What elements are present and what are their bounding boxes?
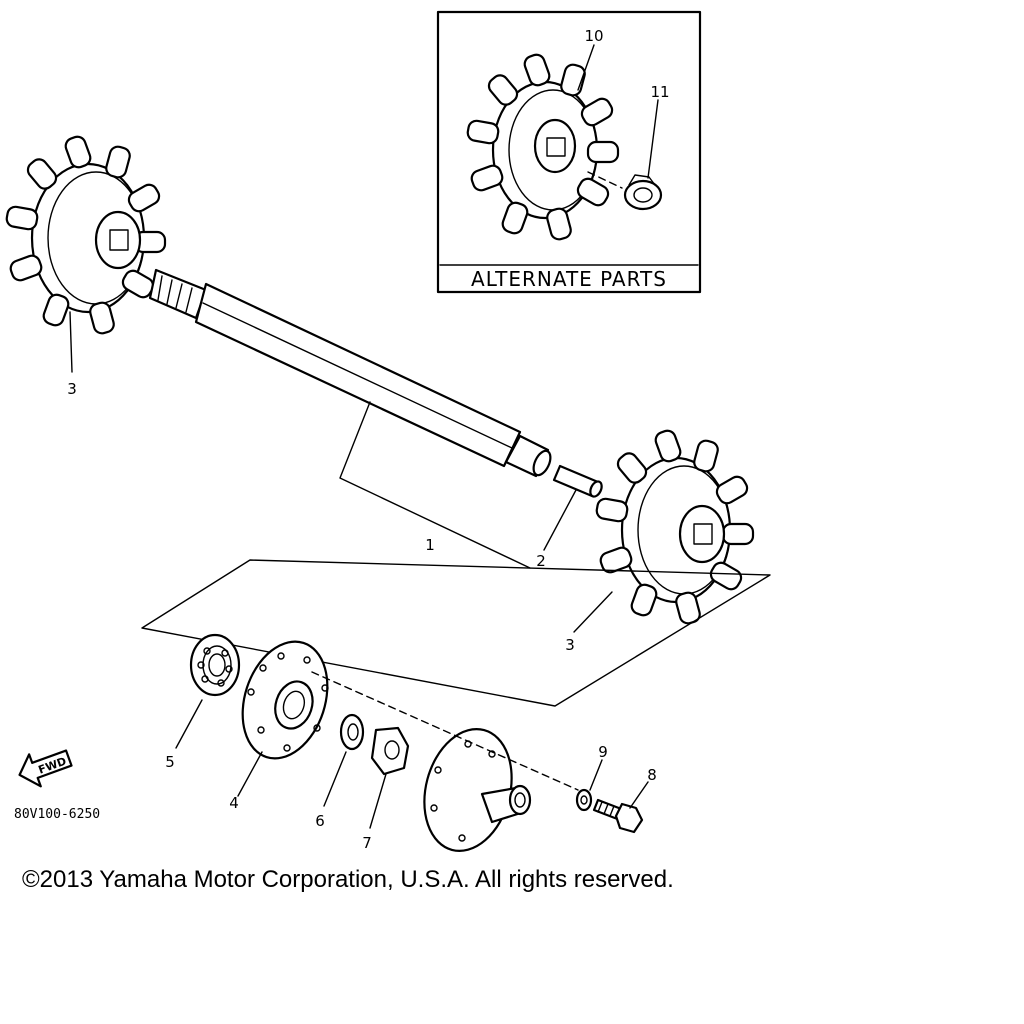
bolt-part-8 (592, 798, 644, 834)
callout-6: 6 (315, 812, 325, 830)
callout-7: 7 (362, 834, 372, 852)
washer-part-6 (339, 713, 365, 751)
copyright-notice: ©2013 Yamaha Motor Corporation, U.S.A. A… (22, 866, 674, 893)
callout-1: 1 (425, 536, 435, 554)
drawing-code: 80V100-6250 (14, 807, 100, 822)
callout-9: 9 (598, 743, 608, 761)
sprocket-part-3-left (4, 133, 167, 337)
spacer-part-2 (552, 464, 603, 498)
lock-washer-part-9 (575, 788, 593, 812)
forward-arrow-icon: FWD (18, 749, 73, 788)
callout-3-right: 3 (565, 636, 575, 654)
drive-shaft-part-1 (148, 268, 552, 478)
callout-4: 4 (229, 794, 239, 812)
bearing-part-5 (189, 633, 241, 697)
flange-plate-part-4 (241, 640, 329, 760)
hub-flange (423, 728, 532, 852)
inset-label: ALTERNATE PARTS (471, 267, 667, 291)
sprocket-part-3-right (594, 427, 755, 627)
clip-part-11 (623, 174, 663, 211)
callout-2: 2 (536, 552, 546, 570)
nut-part-7 (370, 726, 410, 776)
alternate-sprocket-part-10 (465, 51, 620, 243)
callout-3-left: 3 (67, 380, 77, 398)
callout-8: 8 (647, 766, 657, 784)
callout-11: 11 (650, 83, 669, 101)
alternate-parts-inset: ALTERNATE PARTS 10 11 (436, 10, 702, 294)
callout-10: 10 (584, 27, 603, 45)
callout-5: 5 (165, 753, 175, 771)
